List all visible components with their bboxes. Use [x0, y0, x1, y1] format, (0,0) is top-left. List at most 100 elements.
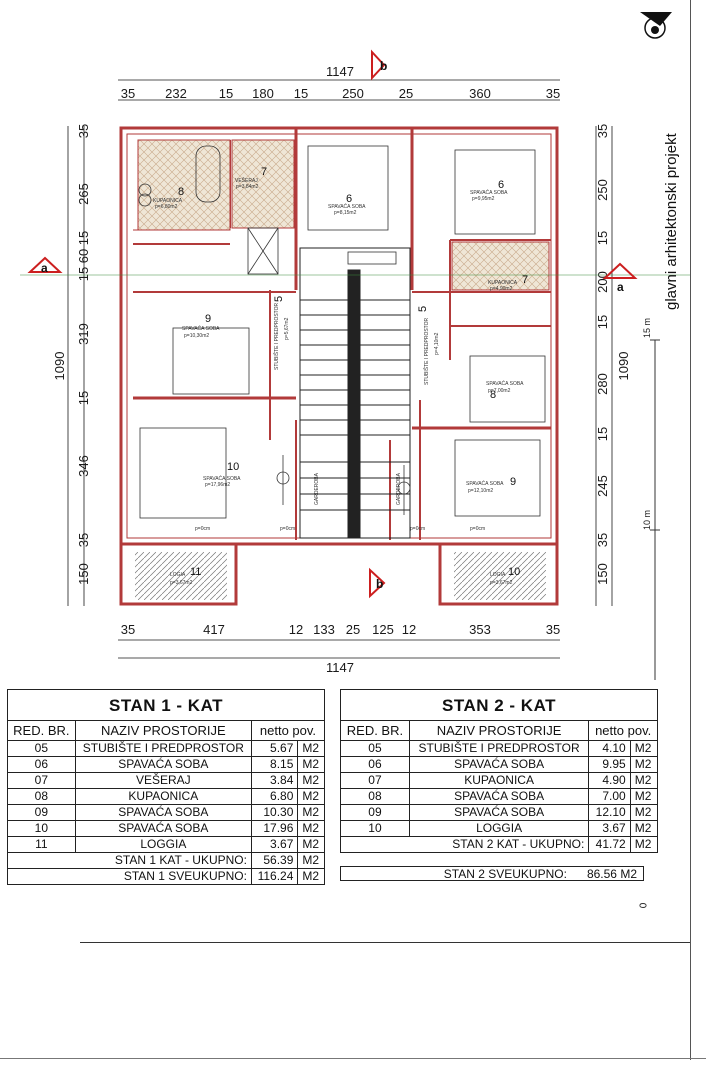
section-marker-b-top: b	[371, 49, 387, 81]
dimension-bottom: 25	[346, 622, 360, 637]
room-labels: 8 KUPAONICA p=6,80m2 7 VEŠERAJ p=3,84m2 …	[153, 166, 528, 586]
scale-label: 15 m	[642, 318, 652, 338]
dimension-right: 35	[595, 124, 610, 138]
dimension-top: 25	[399, 86, 413, 101]
room-number: 6	[346, 193, 352, 205]
dimension-left: 15	[76, 391, 91, 405]
dimension-top: 232	[165, 86, 187, 101]
section-marker-a-left: a	[20, 256, 690, 276]
room-name: KUPAONICA	[153, 198, 183, 204]
grand-total-label: STAN 2 SVEUKUPNO:	[443, 867, 567, 881]
dimension-top: 35	[546, 86, 560, 101]
title-block-label: glavni arhitektonski projekt	[663, 132, 680, 310]
grand-total-stan-2: STAN 2 SVEUKUPNO: 86.56 M2	[340, 866, 644, 881]
dimension-top: 180	[252, 86, 274, 101]
room-number: 9	[510, 476, 516, 488]
room-area: p=4,10m2	[434, 332, 440, 355]
scale-label: 10 m	[642, 510, 652, 530]
dimension-bottom: 125	[372, 622, 394, 637]
floor-level-label: p=0cm	[195, 526, 210, 532]
dimension-bottom: 353	[469, 622, 491, 637]
dimension-bottom: 35	[121, 622, 135, 637]
table-title: STAN 1 - KAT	[7, 689, 325, 721]
room-area: p=6,80m2	[155, 204, 178, 210]
room-area: p=17,96m2	[205, 482, 230, 488]
dimension-top: 250	[342, 86, 364, 101]
section-label: a	[41, 261, 48, 275]
room-name: STUBIŠTE I PREDPROSTOR	[423, 317, 430, 385]
floor-level-label: p=0cm	[280, 526, 295, 532]
room-number: 5	[273, 296, 285, 302]
grand-total-unit: M2	[620, 867, 637, 881]
scale-label-zero: 0	[638, 902, 650, 909]
room-area: p=3,84m2	[236, 184, 259, 190]
room-area: p=8,15m2	[334, 210, 357, 216]
room-number: 7	[261, 166, 267, 178]
section-label: b	[380, 59, 387, 73]
dimension-right: 150	[595, 563, 610, 585]
column-header: RED. BR.	[340, 720, 410, 741]
laundry-tiles	[231, 139, 295, 229]
dimension-left: 35	[76, 124, 91, 138]
room-name: SPAVAĆA SOBA	[470, 189, 508, 196]
sheet-border	[690, 0, 691, 1060]
dimension-left: 15	[76, 267, 91, 281]
bathroom-tiles-2	[451, 241, 550, 291]
dimension-right: 15	[595, 427, 610, 441]
room-area: p=3,67m2	[490, 580, 513, 586]
divider	[80, 942, 690, 943]
divider	[0, 1058, 706, 1059]
dimension-left: 15	[76, 231, 91, 245]
section-marker-a-right: a	[602, 262, 638, 294]
section-label: b	[376, 577, 383, 591]
room-area: p=7,00m2	[488, 388, 511, 394]
room-name: LOGIA	[170, 572, 186, 578]
floor-level-label: p=0cm	[470, 526, 485, 532]
room-name: SPAVAĆA SOBA	[486, 380, 524, 387]
dimension-right: 35	[595, 533, 610, 547]
room-name: STUBIŠTE I PREDPROSTOR	[273, 302, 280, 370]
floor-level-label: p=0cm	[410, 526, 425, 532]
dimension-top: 35	[121, 86, 135, 101]
dimension-left: 319	[76, 323, 91, 345]
room-number: 10	[508, 566, 520, 578]
room-area: p=12,10m2	[468, 488, 493, 494]
area-table-stan-2: STAN 2 - KAT RED. BR. NAZIV PROSTORIJE n…	[339, 689, 659, 853]
dimension-left: 60	[76, 249, 91, 263]
loggia-hatch-1	[135, 552, 227, 600]
room-area: p=4,90m2	[490, 286, 513, 292]
dimension-left: 346	[76, 455, 91, 477]
room-name: LOGIA	[490, 572, 506, 578]
room-name: SPAVAĆA SOBA	[182, 325, 220, 332]
dimension-right: 250	[595, 179, 610, 201]
dimension-bottom: 133	[313, 622, 335, 637]
dimension-bottom: 35	[546, 622, 560, 637]
dimension-left: 150	[76, 563, 91, 585]
logo-icon	[640, 12, 672, 39]
room-name: KUPAONICA	[488, 280, 518, 286]
floor-plan-drawing: 8 KUPAONICA p=6,80m2 7 VEŠERAJ p=3,84m2 …	[20, 12, 690, 680]
room-number: 8	[490, 389, 496, 401]
dimension-left-total: 1090	[52, 352, 67, 381]
bathroom-tiles-1	[137, 139, 231, 231]
section-label: a	[617, 280, 624, 294]
furniture	[138, 145, 546, 519]
room-area: p=9,95m2	[472, 196, 495, 202]
dimension-left: 35	[76, 533, 91, 547]
dimension-lines	[67, 79, 613, 659]
dimension-top-total: 1147	[326, 64, 354, 79]
room-number: 10	[227, 461, 239, 473]
staircase	[299, 247, 411, 539]
